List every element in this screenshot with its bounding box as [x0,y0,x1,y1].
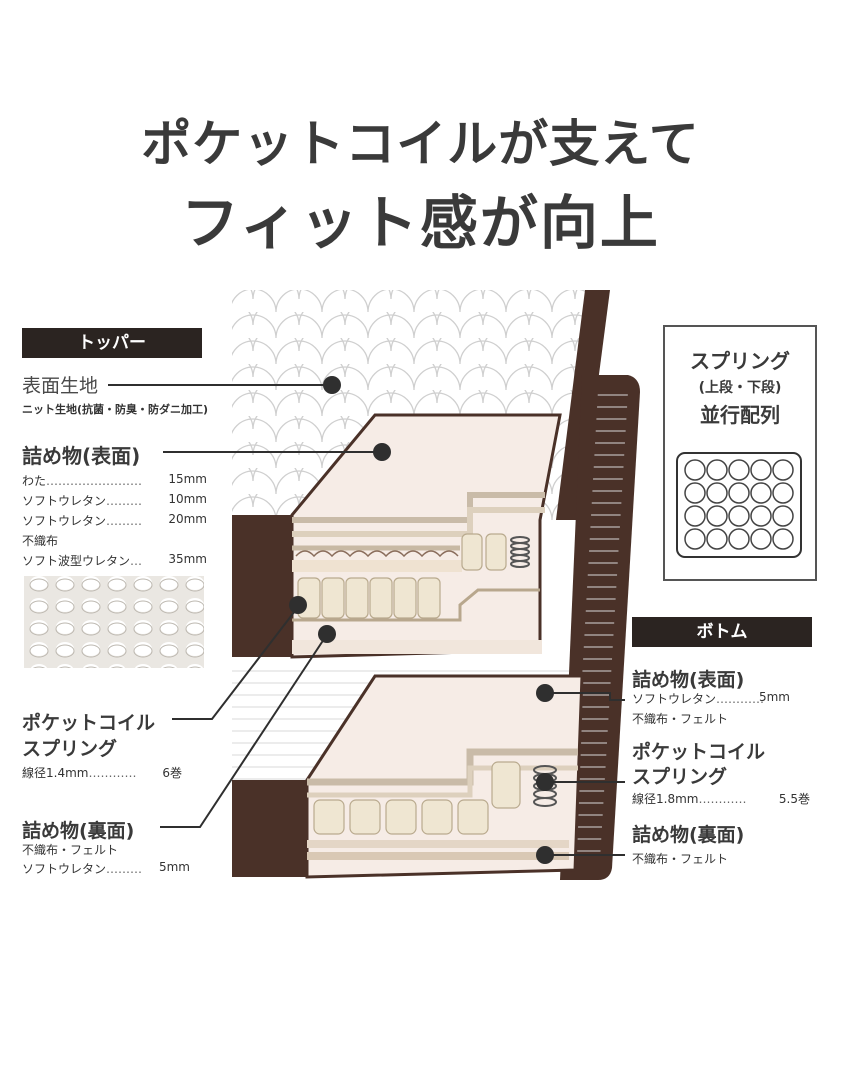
row-dots: … [130,554,143,568]
dot-bottom-coil [536,773,554,791]
topper-coil-label2: スプリング [22,738,118,760]
spring-box-line2: (上段・下段) [698,380,782,396]
spring-cell [772,505,794,527]
dot-filling-top [373,443,391,461]
spring-box-line1: スプリング [690,349,790,373]
bottom-badge: ボトム [632,617,812,647]
row-name: ソフトウレタン [632,692,717,706]
filling-row: ソフトウレタン……… 20mm [22,512,207,529]
title-line1: ポケットコイルが支えて [141,115,700,173]
row-value: 5mm [758,690,790,704]
filling-row: ソフト波型ウレタン… 35mm [22,552,207,569]
spring-cell [684,482,706,504]
topper-coil-label1: ポケットコイル [22,712,156,734]
row-name: ソフトウレタン [22,494,107,508]
topper-badge: トッパー [22,328,202,358]
bottom-filling-bottom-row1: 不織布・フェルト [632,852,729,866]
coil-dots: ………… [698,792,747,806]
spring-box-line3: 並行配列 [700,403,780,427]
topper-filling-bottom-row1: 不織布・フェルト [22,843,119,857]
coil-turns: 6巻 [162,766,182,780]
spring-cell [706,459,728,481]
bottom-coil-detail: 線径1.8mm………… 5.5巻 [632,790,810,807]
surface-detail: ニット生地(抗菌・防臭・防ダニ加工) [22,403,209,416]
row-value: 15mm [168,472,207,486]
topper-filling-top-label: 詰め物(表面) [22,444,141,468]
row-dots: ……… [106,514,143,528]
bottom-filling-top-row2: 不織布・フェルト [632,712,729,726]
spring-cell [728,528,750,550]
row-value: 20mm [168,512,207,526]
row-dots: ……… [106,494,143,508]
dot-surface [323,376,341,394]
bottom-coil-label1: ポケットコイル [632,741,766,763]
row-dots: …………………… [46,474,143,488]
row-value: 10mm [168,492,207,506]
spring-cell [772,459,794,481]
dot-filling-bottom [318,625,336,643]
dot-bottom-filling-bottom [536,846,554,864]
surface-label: 表面生地 [22,375,99,397]
row-name: ソフトウレタン [22,514,107,528]
filling-row: ソフトウレタン……… 10mm [22,492,207,509]
spring-cell [728,482,750,504]
row-value: 5mm [158,860,190,874]
spring-cell [684,505,706,527]
title-line2: フィット感が向上 [181,189,660,257]
coil-dots: ………… [88,766,137,780]
bottom-filling-top-row1: ソフトウレタン………… 5mm [632,690,790,707]
wave-urethane-image [24,576,204,668]
row-name: ソフト波型ウレタン [22,554,131,568]
coil-wire: 線径1.8mm [632,792,699,806]
spring-cell [706,528,728,550]
row-dots: ………… [716,692,765,706]
bottom-coil-label2: スプリング [632,766,728,788]
spring-cell [750,528,772,550]
dot-bottom-filling-top [536,684,554,702]
coil-wire: 線径1.4mm [22,766,89,780]
topper-spring [510,536,530,568]
leader-lines [108,384,625,856]
row-name: ソフトウレタン [22,862,107,876]
row-dots: ……… [106,862,143,876]
spring-cell [750,459,772,481]
topper-filling-bottom-label: 詰め物(裏面) [22,820,135,842]
topper-filling-bottom-row2: ソフトウレタン……… 5mm [22,860,190,877]
spring-cell [750,482,772,504]
spring-cell [706,505,728,527]
spring-cell [772,528,794,550]
spring-cell [684,528,706,550]
bottom-filling-top-label: 詰め物(表面) [632,669,745,691]
spring-cell [728,459,750,481]
spring-cell [706,482,728,504]
row-value: 35mm [168,552,207,566]
row-name: 不織布 [22,534,59,548]
leader-dots [289,376,554,864]
bottom-coils [313,761,521,835]
topper-coil-detail: 線径1.4mm………… 6巻 [22,764,182,781]
bottom-base [232,375,640,880]
topper-layer [232,413,562,659]
bottom-filling-bottom-label: 詰め物(裏面) [632,824,745,846]
spring-cell [728,505,750,527]
filling-row: 不織布 [22,532,207,549]
dot-coil-top [289,596,307,614]
spring-grid-icon [676,452,802,558]
row-name: わた [22,474,47,488]
spring-cell [772,482,794,504]
spring-cell [684,459,706,481]
topper-coils [297,533,507,619]
spring-cell [750,505,772,527]
filling-row: わた…………………… 15mm [22,472,207,489]
coil-turns: 5.5巻 [778,792,810,806]
spring-arrangement-box: スプリング (上段・下段) 並行配列 [663,325,817,581]
